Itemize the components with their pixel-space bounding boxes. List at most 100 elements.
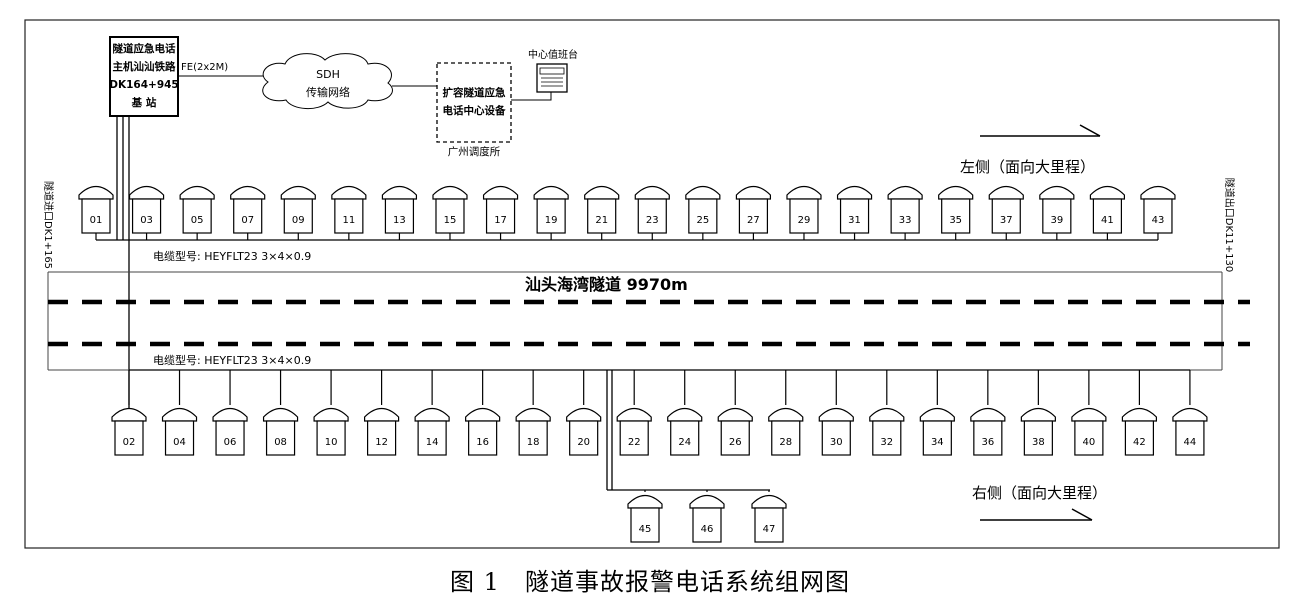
phone-number-label: 23 bbox=[646, 215, 659, 226]
phone-number-label: 16 bbox=[476, 437, 489, 448]
phone-number-label: 18 bbox=[527, 437, 540, 448]
phone-number-label: 32 bbox=[880, 437, 893, 448]
phone-icon: 17 bbox=[482, 185, 519, 240]
phone-number-label: 47 bbox=[763, 524, 776, 535]
phone-number-label: 37 bbox=[1000, 215, 1013, 226]
phone-icon: 23 bbox=[634, 185, 670, 240]
phone-icon: 29 bbox=[786, 185, 822, 240]
phone-icon: 37 bbox=[988, 185, 1024, 240]
phone-number-label: 25 bbox=[696, 215, 709, 226]
phone-icon: 07 bbox=[230, 185, 266, 240]
phone-icon: 43 bbox=[1140, 185, 1176, 240]
phone-number-label: 06 bbox=[224, 437, 237, 448]
phone-number-label: 27 bbox=[747, 215, 760, 226]
center-equipment-box bbox=[436, 62, 512, 143]
entrance-label: 隧道进口DK1+165 bbox=[42, 181, 55, 269]
phone-number-label: 39 bbox=[1050, 215, 1063, 226]
phone-number-label: 24 bbox=[678, 437, 691, 448]
phone-number-label: 26 bbox=[729, 437, 742, 448]
phone-number-label: 44 bbox=[1184, 437, 1197, 448]
phone-number-label: 31 bbox=[848, 215, 861, 226]
phones-left-group: 01 03 05 07 09 11 13 15 17 19 21 23 25 27 29 31 33 35 37 39… bbox=[78, 185, 1176, 240]
phone-icon: 47 bbox=[751, 490, 787, 543]
phone-icon: 21 bbox=[584, 185, 620, 240]
phone-number-label: 40 bbox=[1083, 437, 1096, 448]
phone-number-label: 38 bbox=[1032, 437, 1045, 448]
right-side-label: 右侧（面向大里程） bbox=[972, 484, 1107, 502]
center-equipment-location: 广州调度所 bbox=[448, 145, 501, 158]
base-station-line-1: 隧道应急电话 bbox=[113, 42, 176, 55]
phone-icon: 33 bbox=[887, 185, 923, 240]
phone-icon: 03 bbox=[128, 185, 165, 240]
phone-number-label: 08 bbox=[274, 437, 287, 448]
phone-number-label: 46 bbox=[701, 524, 714, 535]
phone-number-label: 41 bbox=[1101, 215, 1114, 226]
phone-icon: 34 bbox=[919, 370, 955, 456]
cable-bottom-label: 电缆型号: HEYFLT23 3×4×0.9 bbox=[153, 353, 311, 367]
console-label: 中心值班台 bbox=[528, 48, 578, 61]
phone-number-label: 43 bbox=[1152, 215, 1165, 226]
phone-number-label: 33 bbox=[899, 215, 912, 226]
phone-number-label: 10 bbox=[325, 437, 338, 448]
phone-icon: 02 bbox=[111, 370, 147, 456]
phone-number-label: 17 bbox=[494, 215, 507, 226]
phone-icon: 13 bbox=[381, 185, 418, 240]
phone-icon: 30 bbox=[818, 370, 854, 456]
sdh-label-2: 传输网络 bbox=[306, 85, 350, 99]
phone-number-label: 01 bbox=[90, 215, 103, 226]
phone-icon: 20 bbox=[566, 370, 602, 456]
phone-icon: 15 bbox=[432, 185, 468, 240]
phone-number-label: 21 bbox=[595, 215, 608, 226]
phone-icon: 16 bbox=[465, 370, 501, 456]
arrow-right-icon-top bbox=[980, 124, 1101, 137]
diagram-frame bbox=[24, 19, 1280, 549]
phone-number-label: 04 bbox=[173, 437, 186, 448]
phone-number-label: 02 bbox=[123, 437, 136, 448]
fe-link-label: FE(2x2M) bbox=[181, 62, 228, 73]
phone-icon: 32 bbox=[869, 370, 905, 456]
phone-number-label: 12 bbox=[375, 437, 388, 448]
phone-icon: 11 bbox=[331, 185, 367, 240]
phone-number-label: 09 bbox=[292, 215, 305, 226]
phone-icon: 38 bbox=[1020, 370, 1056, 456]
phone-icon: 31 bbox=[836, 185, 873, 240]
phone-icon: 28 bbox=[768, 370, 804, 456]
tunnel-label: 汕头海湾隧道 9970m bbox=[525, 275, 688, 294]
phone-icon: 25 bbox=[685, 185, 721, 240]
phone-icon: 42 bbox=[1121, 370, 1157, 456]
sdh-cloud-icon bbox=[262, 53, 393, 109]
figure-caption: 图 1 隧道事故报警电话系统组网图 bbox=[450, 568, 850, 596]
base-station-box bbox=[109, 36, 179, 117]
phone-number-label: 20 bbox=[577, 437, 590, 448]
phone-icon: 40 bbox=[1071, 370, 1107, 456]
phone-number-label: 35 bbox=[949, 215, 962, 226]
console-icon bbox=[536, 63, 568, 93]
base-station-line-4: 基 站 bbox=[131, 96, 157, 109]
phone-icon: 04 bbox=[161, 370, 198, 456]
phone-icon: 44 bbox=[1172, 370, 1208, 456]
left-side-label: 左侧（面向大里程） bbox=[960, 158, 1095, 176]
phone-number-label: 28 bbox=[779, 437, 792, 448]
center-equipment-line-1: 扩容隧道应急 bbox=[443, 86, 506, 99]
phone-icon: 45 bbox=[627, 490, 663, 543]
phone-icon: 14 bbox=[414, 370, 450, 456]
phones-extra-group: 45 46 47 bbox=[627, 490, 787, 543]
phone-icon: 09 bbox=[280, 185, 316, 240]
phone-icon: 01 bbox=[78, 185, 114, 240]
phone-icon: 10 bbox=[313, 370, 349, 456]
phone-number-label: 29 bbox=[798, 215, 811, 226]
phone-icon: 46 bbox=[689, 490, 725, 543]
phone-icon: 27 bbox=[735, 185, 772, 240]
phone-number-label: 13 bbox=[393, 215, 406, 226]
phone-icon: 26 bbox=[717, 370, 753, 456]
phone-icon: 36 bbox=[970, 370, 1006, 456]
sdh-label-1: SDH bbox=[316, 68, 340, 81]
exit-label: 隧道出口DK11+130 bbox=[1223, 178, 1236, 272]
phone-icon: 05 bbox=[179, 185, 215, 240]
phone-icon: 08 bbox=[262, 370, 299, 456]
base-station-line-3: DK164+945 bbox=[109, 79, 179, 91]
arrow-right-icon-bottom bbox=[980, 508, 1093, 521]
phone-number-label: 19 bbox=[545, 215, 558, 226]
phone-number-label: 11 bbox=[342, 215, 355, 226]
phone-number-label: 15 bbox=[444, 215, 457, 226]
